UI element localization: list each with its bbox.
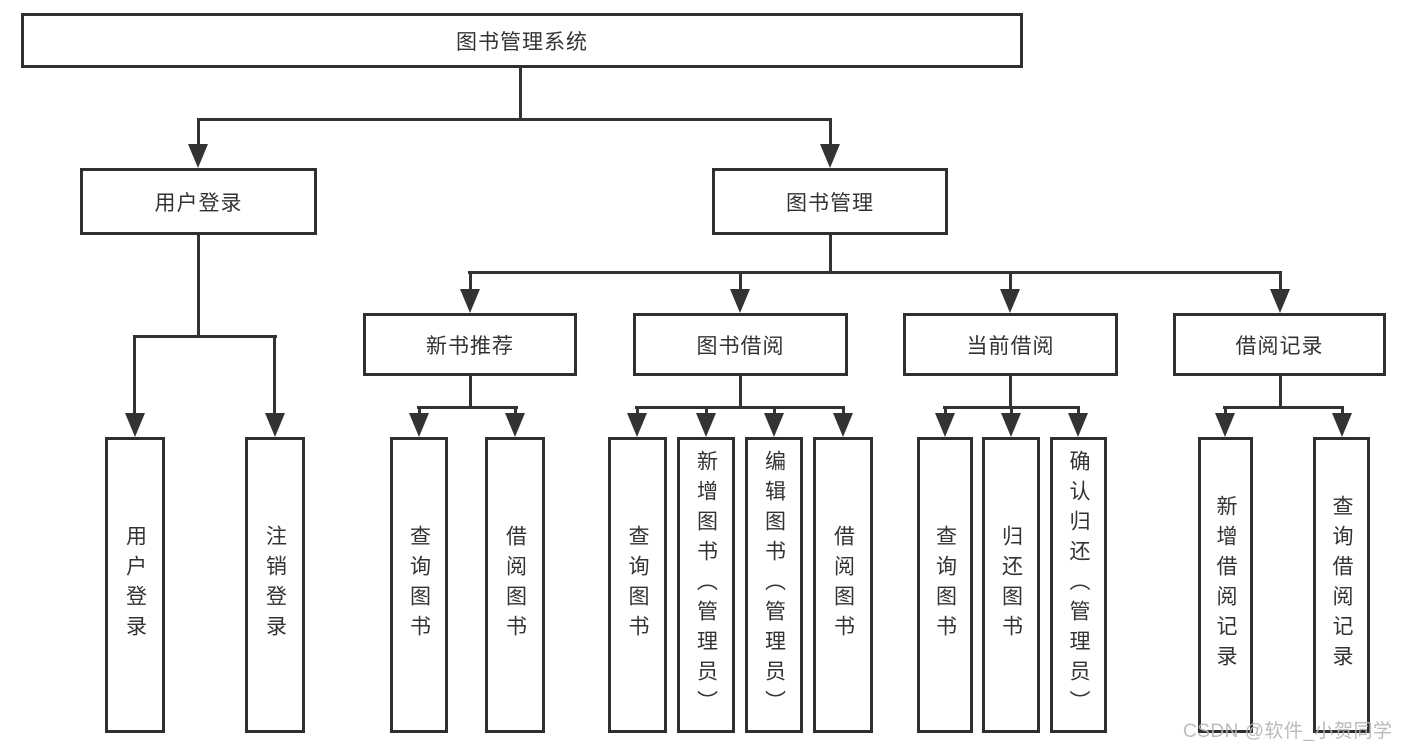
node-leaf-bb-add-books-label: 新增图书（管理员） xyxy=(694,450,718,720)
connector-line xyxy=(197,118,200,148)
arrowhead-down-icon xyxy=(935,413,955,437)
connector-line xyxy=(739,271,742,293)
connector-line xyxy=(468,271,1282,274)
arrowhead-down-icon xyxy=(1270,289,1290,313)
arrowhead-down-icon xyxy=(1000,289,1020,313)
node-leaf-logout: 注销登录 xyxy=(245,437,305,733)
connector-line xyxy=(1279,271,1282,293)
node-leaf-cb-query-books-label: 查询图书 xyxy=(933,525,957,645)
node-leaf-bb-query-books-label: 查询图书 xyxy=(626,525,650,645)
connector-line xyxy=(1341,406,1344,416)
node-borrow-records-label: 借阅记录 xyxy=(1235,334,1324,358)
node-leaf-cb-return-books-label: 归还图书 xyxy=(999,525,1023,645)
arrowhead-down-icon xyxy=(188,144,208,168)
connector-line xyxy=(773,406,776,416)
arrowhead-down-icon xyxy=(696,413,716,437)
connector-line xyxy=(635,406,845,409)
node-leaf-bb-query-books: 查询图书 xyxy=(608,437,667,733)
connector-line xyxy=(1077,406,1080,416)
node-root: 图书管理系统 xyxy=(21,13,1023,68)
node-book-borrow: 图书借阅 xyxy=(633,313,848,376)
node-new-book-recommend-label: 新书推荐 xyxy=(426,334,514,358)
node-leaf-nb-borrow-books: 借阅图书 xyxy=(485,437,545,733)
node-book-borrow-label: 图书借阅 xyxy=(696,334,785,358)
connector-line xyxy=(842,406,845,416)
node-leaf-br-query-record-label: 查询借阅记录 xyxy=(1330,495,1354,675)
connector-line xyxy=(1224,406,1227,416)
connector-line xyxy=(705,406,708,416)
node-leaf-nb-query-books: 查询图书 xyxy=(390,437,448,733)
arrowhead-down-icon xyxy=(1332,413,1352,437)
node-leaf-cb-return-books: 归还图书 xyxy=(982,437,1040,733)
node-book-management: 图书管理 xyxy=(712,168,948,235)
node-leaf-bb-borrow-books: 借阅图书 xyxy=(813,437,873,733)
connector-line xyxy=(273,335,276,415)
node-root-label: 图书管理系统 xyxy=(456,30,588,54)
connector-line xyxy=(469,376,472,409)
connector-line xyxy=(636,406,639,416)
connector-line xyxy=(514,406,517,416)
node-leaf-bb-add-books: 新增图书（管理员） xyxy=(677,437,735,733)
arrowhead-down-icon xyxy=(265,413,285,437)
node-leaf-cb-query-books: 查询图书 xyxy=(917,437,973,733)
node-current-borrow-label: 当前借阅 xyxy=(966,334,1055,358)
connector-line xyxy=(197,235,200,337)
connector-line xyxy=(1223,406,1344,409)
arrowhead-down-icon xyxy=(820,144,840,168)
connector-line xyxy=(469,271,472,293)
node-user-login-group-label: 用户登录 xyxy=(154,191,243,215)
arrowhead-down-icon xyxy=(460,289,480,313)
node-new-book-recommend: 新书推荐 xyxy=(363,313,577,376)
arrowhead-down-icon xyxy=(1001,413,1021,437)
arrowhead-down-icon xyxy=(125,413,145,437)
arrowhead-down-icon xyxy=(833,413,853,437)
node-leaf-br-query-record: 查询借阅记录 xyxy=(1313,437,1370,733)
node-user-login-group: 用户登录 xyxy=(80,168,317,235)
node-leaf-cb-confirm-return: 确认归还（管理员） xyxy=(1050,437,1107,733)
connector-line xyxy=(418,406,421,416)
connector-line xyxy=(133,335,136,415)
connector-line xyxy=(519,68,522,120)
arrowhead-down-icon xyxy=(627,413,647,437)
connector-line xyxy=(1279,376,1282,409)
node-book-management-label: 图书管理 xyxy=(786,191,874,215)
arrowhead-down-icon xyxy=(1068,413,1088,437)
node-leaf-logout-label: 注销登录 xyxy=(263,525,287,645)
connector-line xyxy=(197,118,832,121)
node-leaf-br-add-record-label: 新增借阅记录 xyxy=(1214,495,1238,675)
node-leaf-bb-edit-books: 编辑图书（管理员） xyxy=(745,437,803,733)
connector-line xyxy=(1009,376,1012,409)
watermark: CSDN @软件_小贺同学 xyxy=(1183,721,1393,742)
node-leaf-bb-edit-books-label: 编辑图书（管理员） xyxy=(762,450,786,720)
connector-line xyxy=(1010,406,1013,416)
node-leaf-user-login: 用户登录 xyxy=(105,437,165,733)
connector-line xyxy=(829,235,832,274)
arrowhead-down-icon xyxy=(730,289,750,313)
arrowhead-down-icon xyxy=(505,413,525,437)
node-leaf-bb-borrow-books-label: 借阅图书 xyxy=(831,525,855,645)
node-leaf-nb-borrow-books-label: 借阅图书 xyxy=(503,525,527,645)
node-leaf-cb-confirm-return-label: 确认归还（管理员） xyxy=(1067,450,1091,720)
arrowhead-down-icon xyxy=(409,413,429,437)
arrowhead-down-icon xyxy=(764,413,784,437)
connector-line xyxy=(829,118,832,148)
node-borrow-records: 借阅记录 xyxy=(1173,313,1386,376)
node-leaf-br-add-record: 新增借阅记录 xyxy=(1198,437,1253,733)
connector-line xyxy=(1009,271,1012,293)
node-leaf-nb-query-books-label: 查询图书 xyxy=(407,525,431,645)
connector-line xyxy=(133,335,277,338)
arrowhead-down-icon xyxy=(1215,413,1235,437)
connector-line xyxy=(739,376,742,409)
node-leaf-user-login-label: 用户登录 xyxy=(123,525,147,645)
connector-line xyxy=(417,406,518,409)
connector-line xyxy=(944,406,947,416)
node-current-borrow: 当前借阅 xyxy=(903,313,1118,376)
